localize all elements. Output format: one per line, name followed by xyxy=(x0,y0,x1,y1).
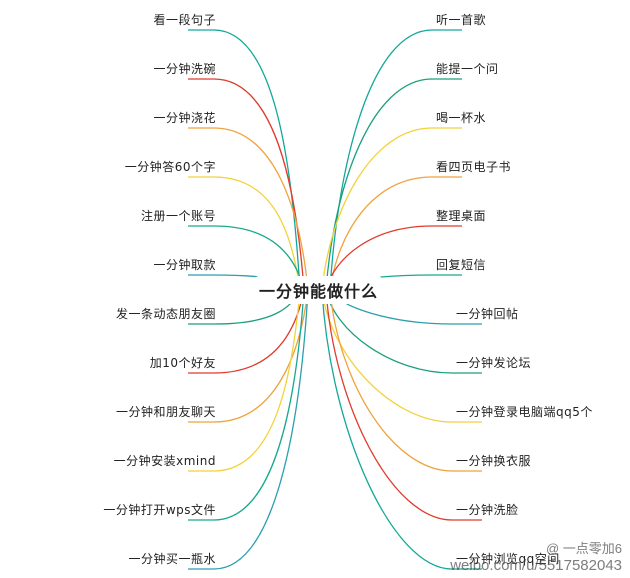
left-branch-curve xyxy=(188,289,301,472)
watermark-handle: @ 一点零加6 xyxy=(545,541,622,556)
right-branch-label[interactable]: 能提一个问 xyxy=(436,62,499,76)
left-branch-label[interactable]: 一分钟安装xmind xyxy=(113,454,216,468)
left-branch-label[interactable]: 一分钟洗碗 xyxy=(153,62,216,76)
right-branch-curve xyxy=(325,289,482,521)
right-branch-curve xyxy=(325,78,462,291)
left-branch-curve xyxy=(188,289,305,521)
left-branch-curve xyxy=(188,289,305,374)
right-branch-label[interactable]: 听一首歌 xyxy=(436,13,487,27)
right-branch-curve xyxy=(321,289,482,423)
left-branch-curve xyxy=(188,176,301,291)
right-branch-label[interactable]: 整理桌面 xyxy=(436,209,487,223)
right-branch-label[interactable]: 一分钟换衣服 xyxy=(456,454,532,468)
left-branch-label[interactable]: 一分钟浇花 xyxy=(153,111,216,125)
left-branch-label[interactable]: 一分钟和朋友聊天 xyxy=(115,405,216,419)
right-branch-curve xyxy=(321,127,462,291)
left-branch-curve xyxy=(188,289,309,423)
watermark-url: weibo.com/u/5517582043 xyxy=(450,557,622,574)
right-branch-label[interactable]: 一分钟浏览qq空间 xyxy=(456,552,560,566)
right-branch-curve xyxy=(329,289,482,472)
left-branch-label[interactable]: 注册一个账号 xyxy=(140,209,216,223)
right-branch-label[interactable]: 看四页电子书 xyxy=(436,160,512,174)
right-branch-label[interactable]: 回复短信 xyxy=(436,258,487,272)
left-branch-label[interactable]: 看一段句子 xyxy=(153,13,216,27)
left-branch-curve xyxy=(188,78,305,291)
left-branch-label[interactable]: 一分钟取款 xyxy=(153,258,216,272)
right-branch-curve xyxy=(329,29,462,291)
left-branch-curve xyxy=(188,289,309,570)
left-branch-curve xyxy=(188,29,301,291)
right-branch-label[interactable]: 喝一杯水 xyxy=(436,111,487,125)
left-branch-curve xyxy=(188,127,309,291)
central-topic[interactable]: 一分钟能做什么 xyxy=(255,276,383,304)
left-branch-label[interactable]: 一分钟答60个字 xyxy=(124,160,216,174)
right-branch-label[interactable]: 一分钟洗脸 xyxy=(456,503,519,517)
right-branch-label[interactable]: 一分钟登录电脑端qq5个 xyxy=(456,405,593,419)
right-branch-curve xyxy=(321,289,482,570)
right-branch-curve xyxy=(329,176,462,291)
right-branch-label[interactable]: 一分钟回帖 xyxy=(456,307,519,321)
right-branch-label[interactable]: 一分钟发论坛 xyxy=(456,356,532,370)
left-branch-label[interactable]: 加10个好友 xyxy=(149,356,216,370)
left-branch-label[interactable]: 一分钟打开wps文件 xyxy=(103,503,216,517)
left-branch-label[interactable]: 发一条动态朋友圈 xyxy=(115,307,216,321)
left-branch-label[interactable]: 一分钟买一瓶水 xyxy=(128,552,216,566)
weibo-watermark: @ 一点零加6 weibo.com/u/5517582043 xyxy=(450,541,622,575)
